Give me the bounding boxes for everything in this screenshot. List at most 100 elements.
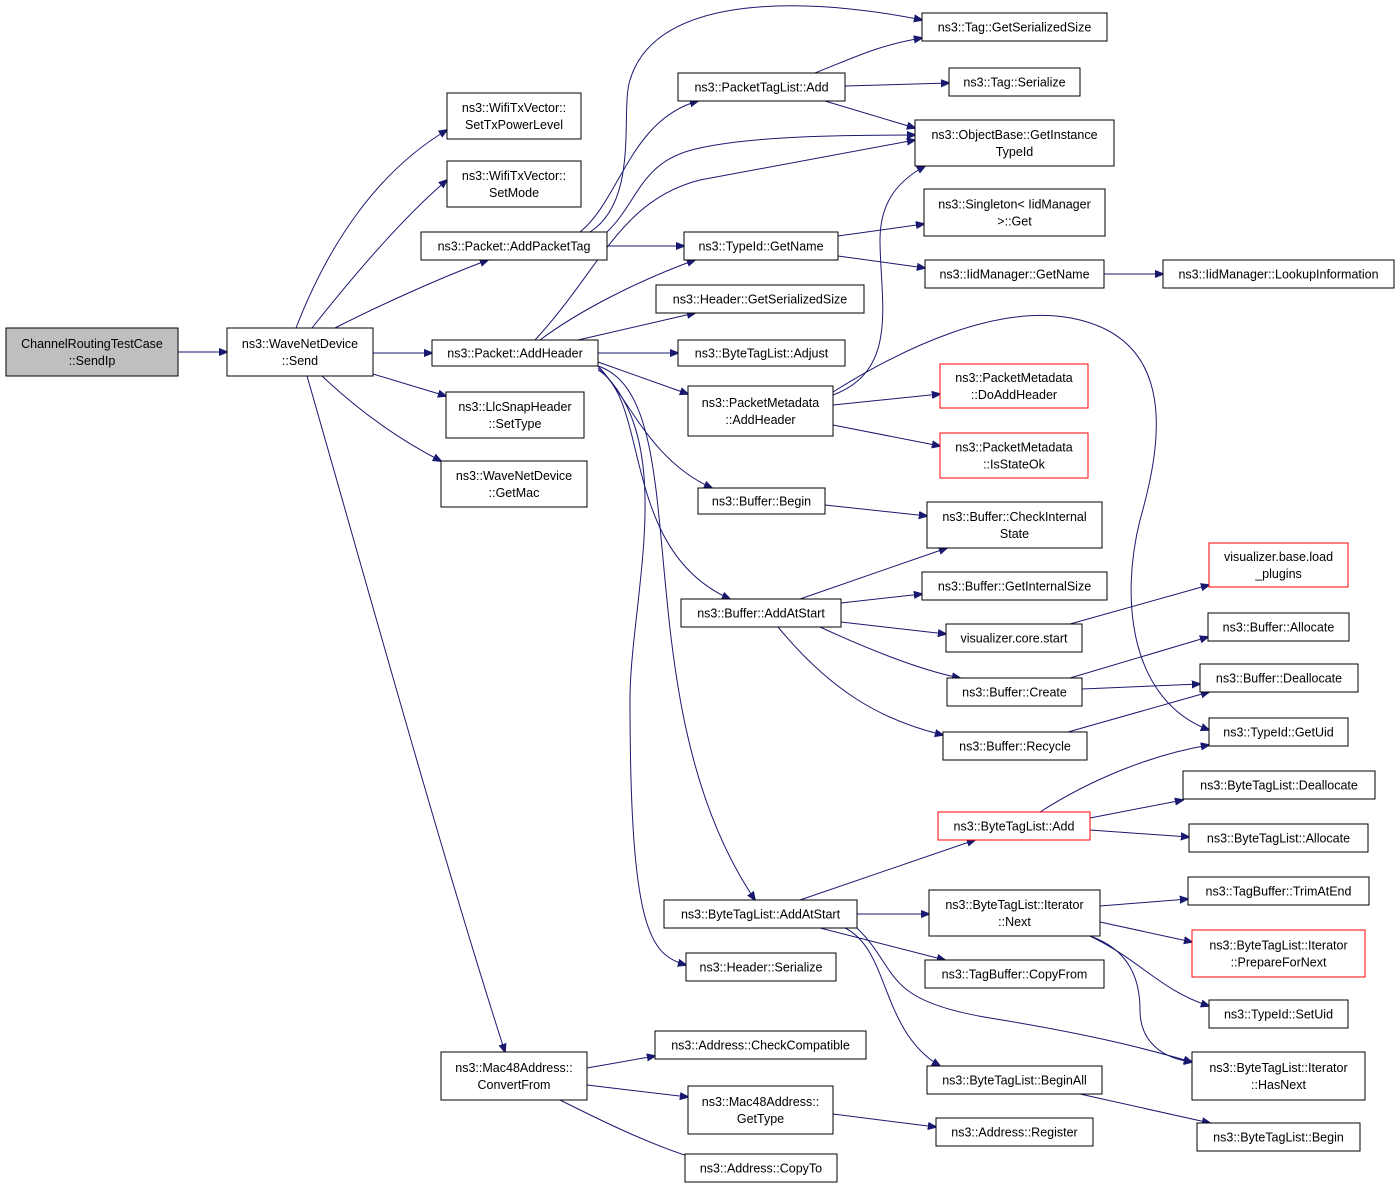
- edge-wnd_send-to-mac48_convert: [306, 375, 505, 1052]
- node-btl-alloc[interactable]: ns3::ByteTagList::Allocate: [1188, 823, 1369, 853]
- node-btl-begin[interactable]: ns3::ByteTagList::Begin: [1196, 1122, 1361, 1152]
- edge-buf_addstart-to-buf_create: [819, 626, 960, 678]
- node-box: [935, 1117, 1094, 1147]
- node-tb-copy[interactable]: ns3::TagBuffer::CopyFrom: [924, 959, 1105, 989]
- node-vis-start[interactable]: visualizer.core.start: [945, 623, 1083, 653]
- node-tid-getname[interactable]: ns3::TypeId::GetName: [683, 231, 839, 261]
- edge-mac48_convert-to-addr_copyto: [559, 1099, 700, 1160]
- node-wnd-getmac[interactable]: ns3::WaveNetDevice::GetMac: [440, 460, 588, 508]
- node-buf-getsize[interactable]: ns3::Buffer::GetInternalSize: [921, 571, 1108, 601]
- node-iid-lookup[interactable]: ns3::IidManager::LookupInformation: [1162, 259, 1395, 289]
- node-buf-addstart[interactable]: ns3::Buffer::AddAtStart: [680, 598, 842, 628]
- node-label: ns3::Buffer::GetInternalSize: [938, 580, 1091, 594]
- node-label: ns3::Buffer::Create: [962, 686, 1067, 700]
- node-buf-dealloc[interactable]: ns3::Buffer::Deallocate: [1199, 663, 1359, 693]
- node-label: ns3::ByteTagList::Iterator: [945, 898, 1083, 912]
- node-label: ns3::Buffer::Begin: [712, 495, 811, 509]
- node-btl-add[interactable]: ns3::ByteTagList::Add: [937, 811, 1091, 841]
- node-label: SetMode: [489, 186, 539, 200]
- edge-mac48_convert-to-mac48_gettype: [586, 1084, 688, 1097]
- node-box: [663, 899, 858, 929]
- node-btl-addstart[interactable]: ns3::ByteTagList::AddAtStart: [663, 899, 858, 929]
- node-box: [926, 501, 1103, 549]
- node-pkt-addhdr[interactable]: ns3::Packet::AddHeader: [431, 339, 599, 367]
- node-buf-recycle[interactable]: ns3::Buffer::Recycle: [942, 731, 1088, 761]
- edge-wnd_send-to-llc_settype: [372, 373, 446, 396]
- node-hdr-getsize[interactable]: ns3::Header::GetSerializedSize: [655, 284, 865, 314]
- node-ptl-add[interactable]: ns3::PacketTagList::Add: [677, 72, 846, 102]
- node-label: ns3::LlcSnapHeader: [458, 400, 571, 414]
- node-btli-hasnext[interactable]: ns3::ByteTagList::Iterator::HasNext: [1191, 1051, 1366, 1101]
- node-label: ::AddHeader: [725, 413, 795, 427]
- node-box: [446, 160, 582, 208]
- node-mac48-gettype[interactable]: ns3::Mac48Address::GetType: [687, 1085, 834, 1135]
- node-addr-copyto[interactable]: ns3::Address::CopyTo: [684, 1153, 838, 1183]
- node-label: ns3::Packet::AddPacketTag: [438, 240, 591, 254]
- node-label: ns3::Buffer::Allocate: [1223, 621, 1335, 635]
- node-tid-setuid[interactable]: ns3::TypeId::SetUid: [1208, 999, 1349, 1029]
- node-box: [420, 231, 608, 261]
- node-tid-getuid[interactable]: ns3::TypeId::GetUid: [1208, 717, 1349, 747]
- node-box: [1187, 876, 1370, 906]
- node-wtv-power[interactable]: ns3::WifiTxVector::SetTxPowerLevel: [446, 92, 582, 140]
- node-tag-serialize[interactable]: ns3::Tag::Serialize: [948, 67, 1081, 97]
- edge-pkt_addhdr-to-hdr_serialize: [597, 367, 686, 965]
- node-label: ns3::TagBuffer::TrimAtEnd: [1206, 885, 1352, 899]
- node-hdr-serialize[interactable]: ns3::Header::Serialize: [685, 952, 837, 982]
- node-label: ns3::IidManager::LookupInformation: [1178, 268, 1378, 282]
- node-vis-load[interactable]: visualizer.base.load_plugins: [1208, 542, 1349, 588]
- node-box: [654, 1030, 867, 1060]
- node-pm-isok[interactable]: ns3::PacketMetadata::IsStateOk: [939, 432, 1089, 479]
- edge-pkt_addtag-to-ptl_add: [579, 101, 698, 233]
- node-label: ns3::WaveNetDevice: [456, 469, 572, 483]
- edge-pm_addhdr-to-pm_isok: [832, 424, 940, 446]
- node-box: [687, 385, 834, 437]
- edge-mac48_gettype-to-addr_register: [832, 1113, 936, 1127]
- node-pm-addhdr[interactable]: ns3::PacketMetadata::AddHeader: [687, 385, 834, 437]
- node-box: [677, 72, 846, 102]
- edge-btl_addstart-to-btli_hasnext: [856, 927, 1192, 1062]
- node-label: ns3::TypeId::GetName: [698, 240, 823, 254]
- node-label: ns3::PacketTagList::Add: [694, 81, 828, 95]
- edge-btl_add-to-btl_alloc: [1089, 829, 1189, 837]
- node-btl-adjust[interactable]: ns3::ByteTagList::Adjust: [677, 339, 846, 367]
- node-label: ns3::Mac48Address::: [702, 1095, 819, 1109]
- node-wnd-send[interactable]: ns3::WaveNetDevice::Send: [226, 327, 374, 377]
- edge-buf_begin-to-buf_check: [824, 504, 927, 516]
- node-box: [914, 119, 1115, 167]
- edge-buf_addstart-to-buf_check: [799, 548, 947, 600]
- node-addr-check[interactable]: ns3::Address::CheckCompatible: [654, 1030, 867, 1060]
- node-buf-alloc[interactable]: ns3::Buffer::Allocate: [1207, 612, 1350, 642]
- node-label: GetType: [737, 1112, 784, 1126]
- node-mac48-convert[interactable]: ns3::Mac48Address::ConvertFrom: [440, 1051, 588, 1101]
- node-buf-create[interactable]: ns3::Buffer::Create: [946, 677, 1083, 707]
- node-label: SetTxPowerLevel: [465, 118, 563, 132]
- node-box: [685, 952, 837, 982]
- node-btl-beginall[interactable]: ns3::ByteTagList::BeginAll: [926, 1065, 1103, 1095]
- node-btli-prep[interactable]: ns3::ByteTagList::Iterator::PrepareForNe…: [1191, 929, 1366, 978]
- node-pkt-addtag[interactable]: ns3::Packet::AddPacketTag: [420, 231, 608, 261]
- edge-buf_addstart-to-buf_recycle: [777, 626, 943, 735]
- node-box: [924, 259, 1105, 289]
- edge-btli_next-to-tid_setuid: [1089, 935, 1209, 1006]
- node-label: ns3::PacketMetadata: [955, 371, 1072, 385]
- node-wtv-mode[interactable]: ns3::WifiTxVector::SetMode: [446, 160, 582, 208]
- node-box: [923, 188, 1106, 237]
- node-pm-doadd[interactable]: ns3::PacketMetadata::DoAddHeader: [939, 363, 1089, 409]
- node-tb-trim[interactable]: ns3::TagBuffer::TrimAtEnd: [1187, 876, 1370, 906]
- node-addr-register[interactable]: ns3::Address::Register: [935, 1117, 1094, 1147]
- edge-pkt_addtag-to-ob_gettid: [606, 135, 915, 233]
- node-btl-dealloc[interactable]: ns3::ByteTagList::Deallocate: [1182, 770, 1376, 800]
- node-llc-settype[interactable]: ns3::LlcSnapHeader::SetType: [445, 391, 585, 439]
- node-iid-getname[interactable]: ns3::IidManager::GetName: [924, 259, 1105, 289]
- node-singleton-get[interactable]: ns3::Singleton< IidManager>::Get: [923, 188, 1106, 237]
- node-tag-getsize[interactable]: ns3::Tag::GetSerializedSize: [921, 12, 1108, 42]
- node-label: ns3::ByteTagList::BeginAll: [942, 1074, 1087, 1088]
- node-btli-next[interactable]: ns3::ByteTagList::Iterator::Next: [928, 889, 1101, 937]
- node-root[interactable]: ChannelRoutingTestCase::SendIp: [5, 327, 179, 377]
- node-buf-begin[interactable]: ns3::Buffer::Begin: [697, 487, 826, 515]
- edge-btli_next-to-btli_prep: [1099, 921, 1192, 942]
